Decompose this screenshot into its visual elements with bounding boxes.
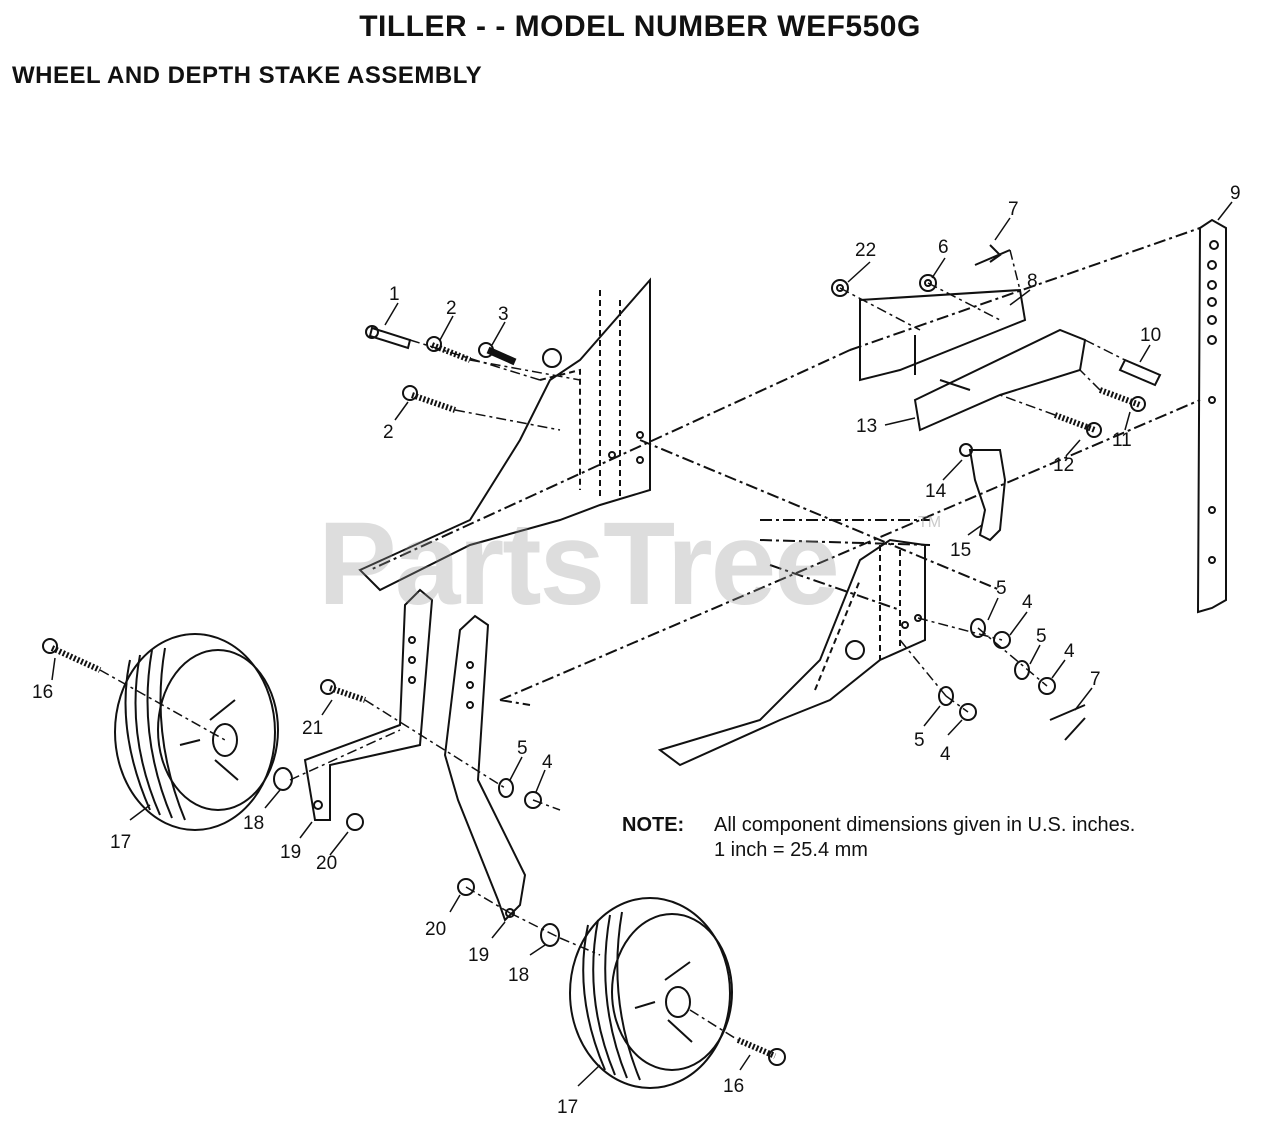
frame-center-lines: [639, 439, 1001, 611]
hairpin-7b: [1049, 704, 1086, 741]
nut-4c: [959, 703, 977, 721]
hairpin-7a: [974, 244, 1011, 266]
nut-4d: [524, 791, 542, 809]
nut-20a: [346, 813, 364, 831]
bolt-3: [478, 342, 517, 366]
callout-20: 20: [425, 919, 446, 940]
washer-5c: [938, 686, 954, 706]
washer-5d: [498, 778, 514, 798]
callout-16: 16: [32, 682, 53, 703]
callout-18: 18: [508, 965, 529, 986]
nut-4a: [993, 631, 1011, 649]
bolt-12: [1053, 412, 1102, 438]
pin-10: [1118, 358, 1162, 387]
wheel-bracket-left: [303, 588, 434, 821]
wheel-bracket-right: [443, 614, 527, 922]
callout-5: 5: [914, 730, 925, 751]
callout-5: 5: [996, 578, 1007, 599]
callout-14: 14: [925, 481, 947, 502]
callout-4: 4: [1022, 592, 1033, 613]
washer-5a: [970, 618, 986, 638]
nut-6: [919, 274, 937, 292]
bolt-1: [365, 325, 412, 350]
trademark-mark: TM: [918, 514, 942, 531]
callout-20: 20: [316, 853, 337, 874]
note-line-1: All component dimensions given in U.S. i…: [714, 814, 1136, 836]
bolt-2b: [402, 385, 456, 413]
callout-10: 10: [1140, 325, 1161, 346]
nut-20b: [457, 878, 475, 896]
callout-1: 1: [389, 284, 400, 305]
callout-8: 8: [1027, 271, 1038, 292]
callout-4: 4: [542, 752, 553, 773]
dimension-note: NOTE: All component dimensions given in U…: [622, 813, 1135, 863]
assembly-subtitle: WHEEL AND DEPTH STAKE ASSEMBLY: [12, 62, 483, 89]
bolt-16b: [736, 1037, 786, 1066]
callout-21: 21: [302, 718, 323, 739]
nut-4b: [1038, 677, 1056, 695]
callout-9: 9: [1230, 183, 1241, 204]
callout-12: 12: [1053, 455, 1074, 476]
depth-stake: [1196, 218, 1227, 614]
washer-18b: [540, 923, 560, 947]
bolt-11: [1098, 387, 1146, 412]
callout-18: 18: [243, 813, 264, 834]
bolt-16a: [42, 638, 102, 673]
callout-7: 7: [1090, 669, 1101, 690]
callout-4: 4: [940, 744, 951, 765]
washer-18a: [273, 767, 293, 791]
callout-15: 15: [950, 540, 971, 561]
callout-19: 19: [468, 945, 489, 966]
callout-6: 6: [938, 237, 949, 258]
callout-17: 17: [110, 832, 131, 853]
assembly-lines: [99, 249, 1126, 1041]
callout-16: 16: [723, 1076, 744, 1097]
callout-5: 5: [517, 738, 528, 759]
callout-4: 4: [1064, 641, 1075, 662]
page-title: TILLER - - MODEL NUMBER WEF550G: [359, 10, 921, 43]
stake-bracket-8: [859, 288, 1027, 382]
callout-leaders: [51, 201, 1233, 1087]
tiller-frame-outline: [369, 227, 1201, 706]
callout-17: 17: [557, 1097, 578, 1118]
bolt-21: [320, 679, 366, 703]
callout-11: 11: [1112, 430, 1132, 451]
left-frame-bracket: [358, 277, 651, 592]
callout-22: 22: [855, 240, 876, 261]
callout-19: 19: [280, 842, 301, 863]
callout-3: 3: [498, 304, 509, 325]
note-line-2: 1 inch = 25.4 mm: [714, 839, 868, 861]
callout-5: 5: [1036, 626, 1047, 647]
callout-13: 13: [856, 416, 877, 437]
note-label: NOTE:: [622, 814, 685, 836]
wheel-right: [569, 897, 733, 1089]
callout-7: 7: [1008, 199, 1019, 220]
wheel-left: [114, 633, 279, 831]
lock-lever: [959, 443, 1007, 542]
callout-labels: 1 2 3 2 22 6 7 8 9 10 11 12 13 14 15 5 4…: [32, 183, 1241, 1118]
right-frame-bracket: [657, 538, 926, 767]
nut-22: [831, 279, 849, 297]
callout-2: 2: [383, 422, 394, 443]
callout-2: 2: [446, 298, 457, 319]
